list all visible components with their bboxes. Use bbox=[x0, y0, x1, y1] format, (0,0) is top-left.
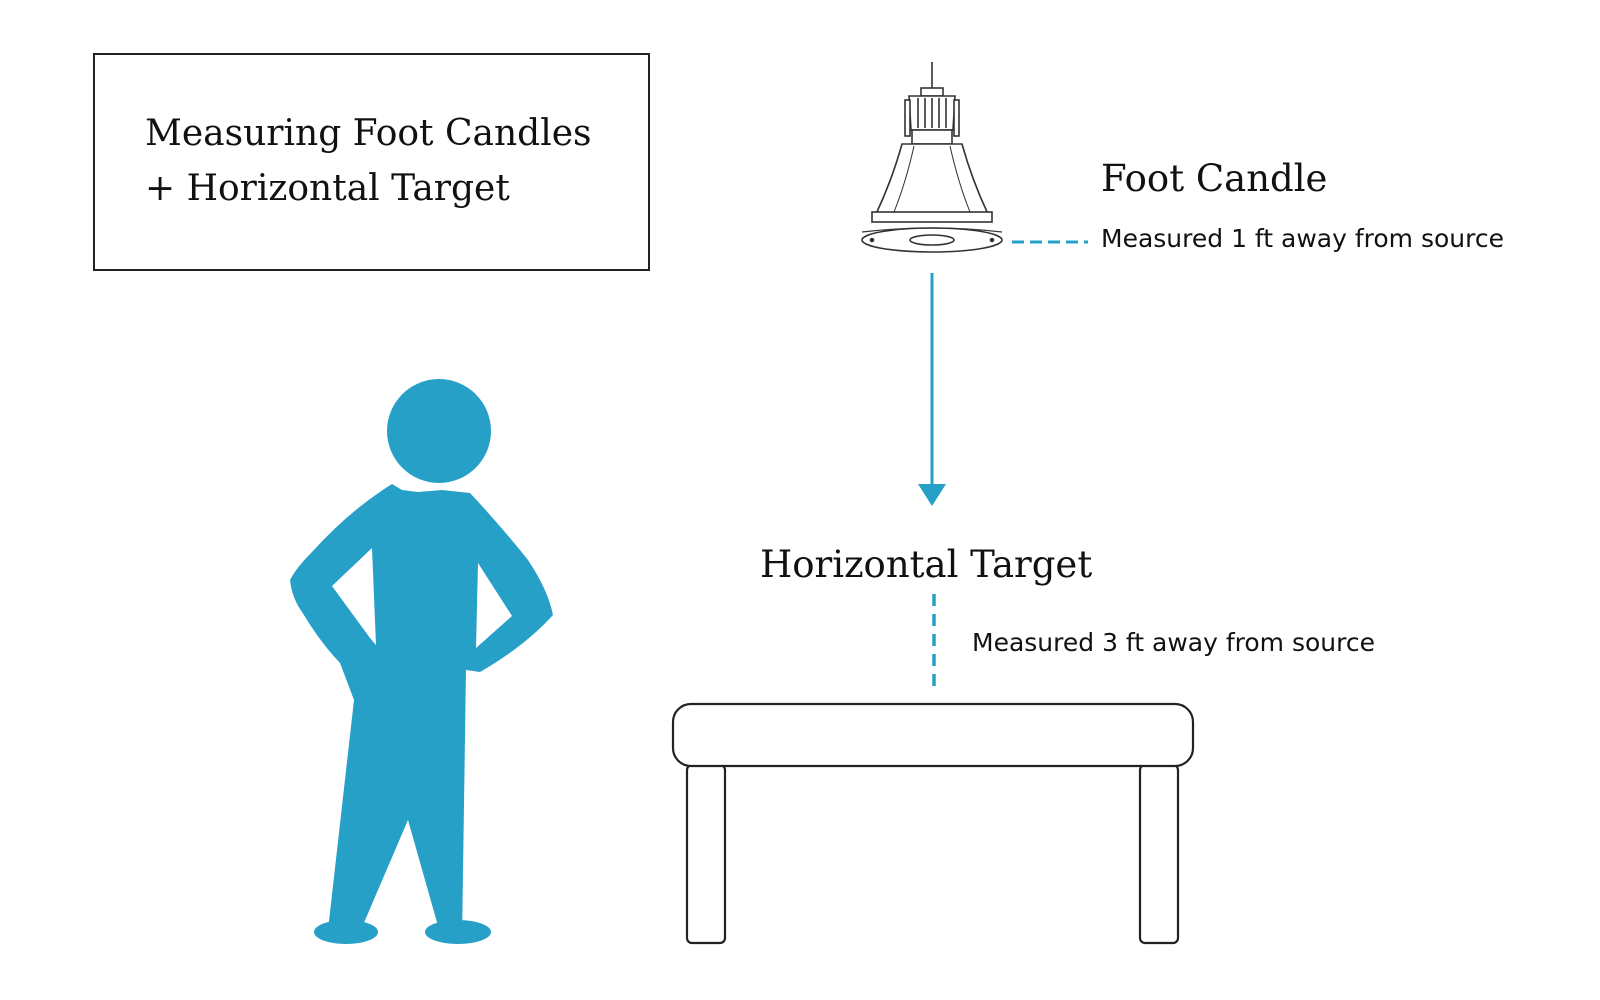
horizontal-target-label: Horizontal Target bbox=[760, 543, 1093, 586]
title-line-2: + Horizontal Target bbox=[145, 168, 510, 209]
foot-candle-note: Measured 1 ft away from source bbox=[1101, 224, 1505, 253]
person-icon bbox=[290, 379, 553, 944]
title-line-1: Measuring Foot Candles bbox=[145, 113, 592, 154]
pendant-lamp-icon bbox=[861, 62, 1003, 253]
down-arrow-icon bbox=[918, 273, 946, 506]
horizontal-target-note: Measured 3 ft away from source bbox=[972, 628, 1376, 657]
foot-candle-label: Foot Candle bbox=[1101, 157, 1328, 200]
table-icon bbox=[671, 702, 1195, 945]
title-box: Measuring Foot Candles + Horizontal Targ… bbox=[93, 53, 650, 271]
person-arm-gap bbox=[332, 548, 512, 648]
